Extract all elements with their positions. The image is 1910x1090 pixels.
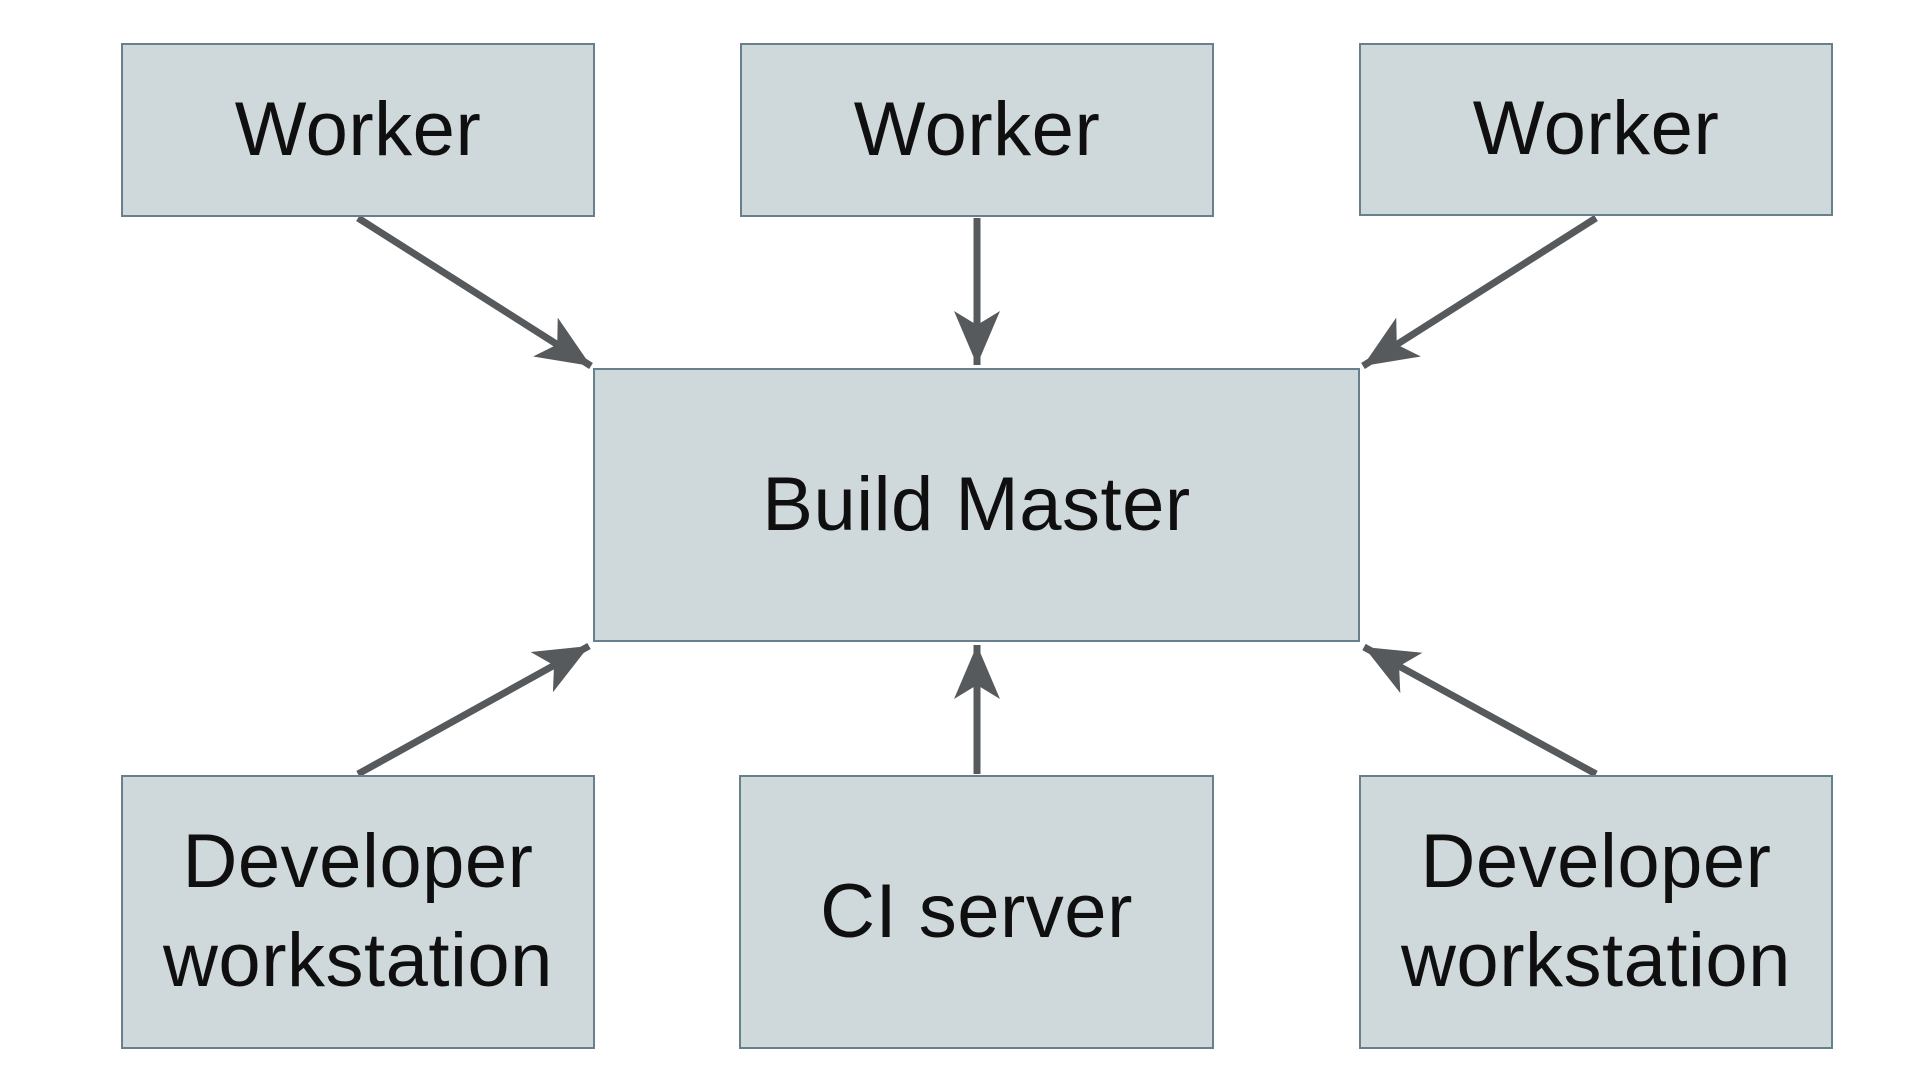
node-label-build-master: Build Master xyxy=(762,461,1191,547)
node-developer-workstation-left: Developer workstation xyxy=(121,775,595,1049)
node-developer-workstation-right: Developer workstation xyxy=(1359,775,1833,1049)
arrow-worker-3-to-build-master xyxy=(1361,215,1598,369)
arrow-developer-workstation-right-to-build-master xyxy=(1362,643,1598,778)
node-build-master: Build Master xyxy=(593,368,1360,642)
node-label-developer-workstation-right: Developer workstation xyxy=(1401,819,1791,1003)
node-label-worker-3: Worker xyxy=(1472,86,1720,172)
node-worker-3: Worker xyxy=(1359,43,1833,216)
arrow-developer-workstation-left-to-build-master xyxy=(356,642,591,778)
node-worker-2: Worker xyxy=(740,43,1214,217)
node-label-worker-2: Worker xyxy=(853,86,1101,172)
node-label-ci-server: CI server xyxy=(820,868,1133,954)
arrow-worker-1-to-build-master xyxy=(356,215,593,369)
node-ci-server: CI server xyxy=(739,775,1214,1049)
node-label-worker-1: Worker xyxy=(234,86,482,172)
node-label-developer-workstation-left: Developer workstation xyxy=(163,819,553,1003)
node-worker-1: Worker xyxy=(121,43,595,217)
